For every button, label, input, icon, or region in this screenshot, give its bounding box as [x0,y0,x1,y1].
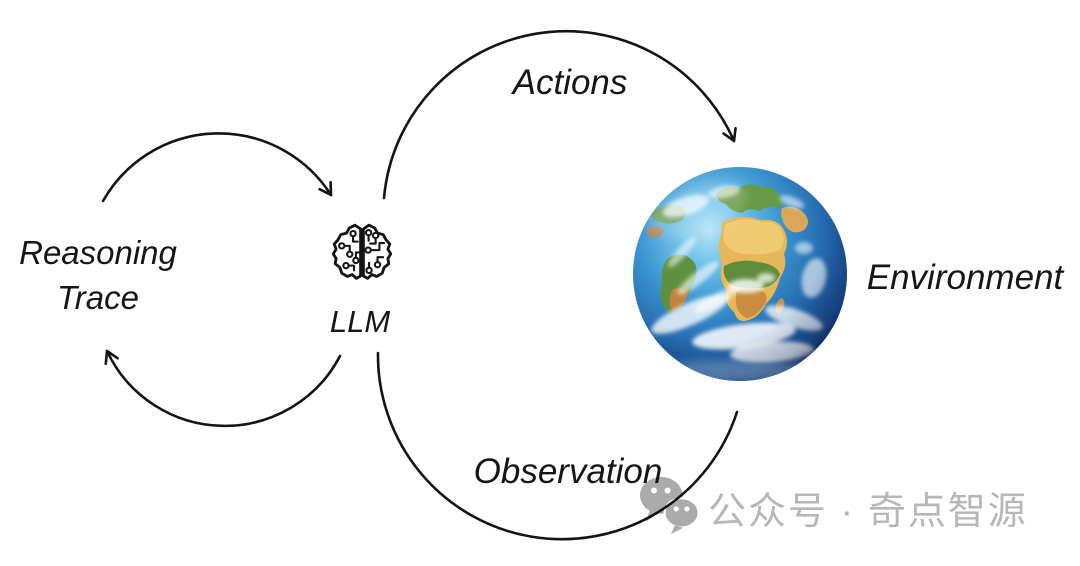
actions-edge-label: Actions [512,63,628,102]
arrow-llm-to-trace [104,349,342,428]
watermark-text: 公众号 · 奇点智源 [708,490,1028,533]
environment-node-label: Environment [866,258,1064,297]
reasoning-trace-line1: Reasoning [19,234,177,271]
arrow-trace-to-llm [101,132,333,203]
observation-edge-label: Observation [473,452,663,491]
llm-node-label: LLM [329,304,391,339]
reasoning-trace-line2: Trace [57,279,139,316]
brain-circuit-icon [331,223,393,280]
watermark: 公众号 · 奇点智源 [638,476,1028,538]
earth-globe [633,167,847,381]
reasoning-trace-node: Reasoning Trace [0,230,196,320]
